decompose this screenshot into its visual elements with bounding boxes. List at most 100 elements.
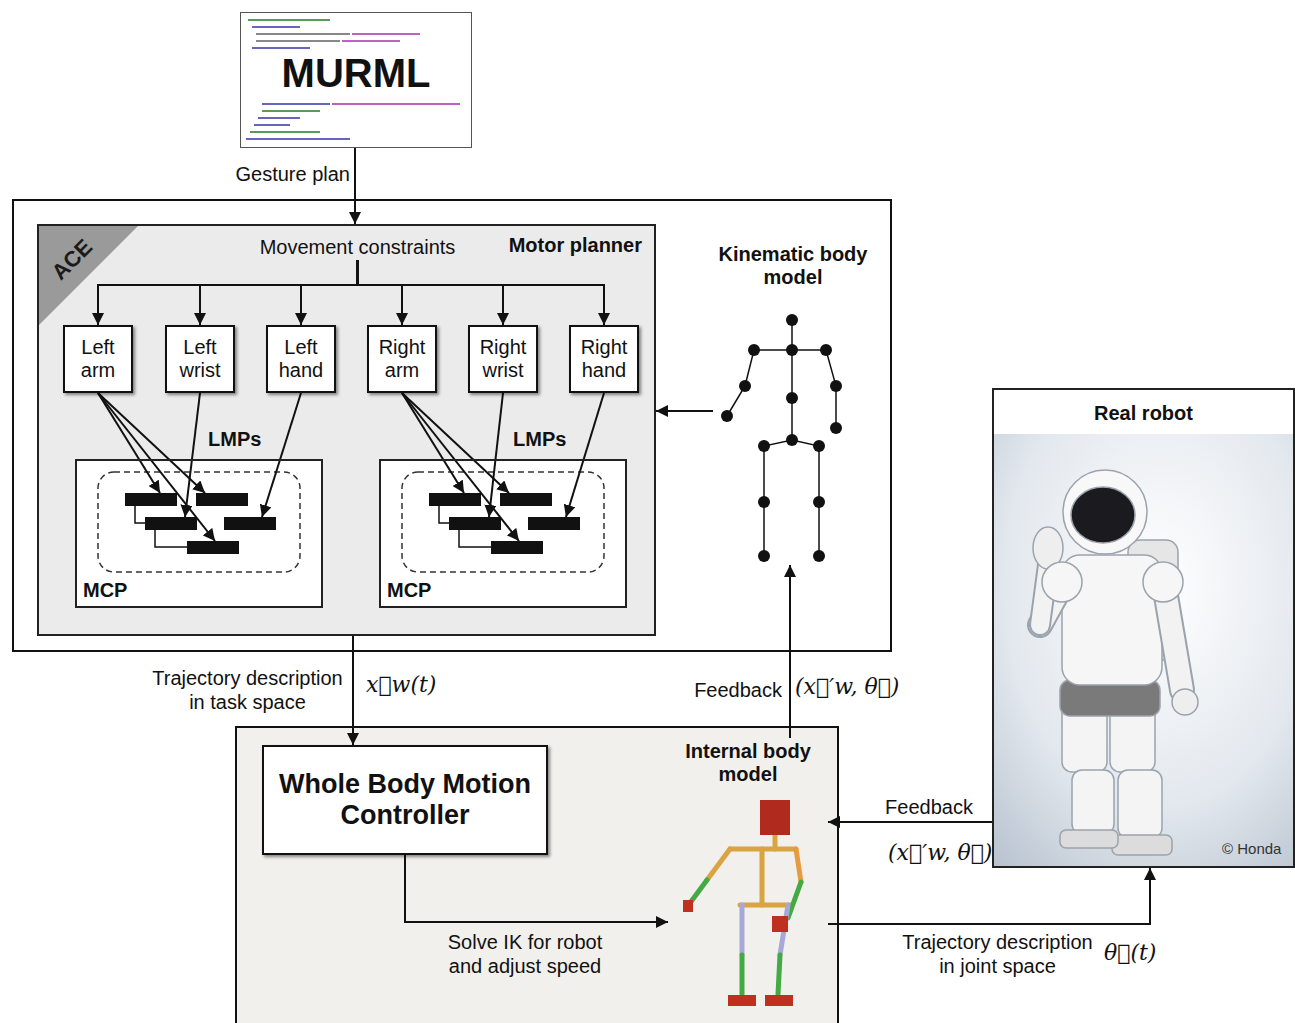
- figure-segment: [740, 955, 745, 994]
- joint-dot: [786, 314, 798, 326]
- box-fill: [75, 459, 323, 608]
- model-region: Internal body model: [668, 738, 828, 1015]
- connector-arrow: [262, 393, 301, 517]
- figure-segment: [778, 955, 780, 994]
- figure-foot: [765, 995, 793, 1006]
- node-label: Internal body model: [668, 740, 828, 786]
- body-part-box: Right wrist: [468, 325, 538, 393]
- system-frame: [13, 200, 891, 651]
- primitive-bar: [196, 493, 248, 506]
- figure-segment: [788, 882, 801, 918]
- code-line: [254, 124, 290, 126]
- code-line: [258, 117, 300, 119]
- signal-symbol: θ⃗(t): [1104, 940, 1156, 966]
- edge-label: Gesture plan: [228, 162, 350, 186]
- node-label: Left arm: [69, 336, 127, 382]
- edge-label: Feedback: [678, 678, 782, 702]
- primitive-bar: [528, 517, 580, 530]
- body-part-box: Left wrist: [165, 325, 235, 393]
- figure-segment: [740, 903, 790, 908]
- joint-dot: [739, 380, 751, 392]
- bar-link: [135, 506, 145, 523]
- constraint-label: Movement constraints: [250, 234, 465, 260]
- primitive-bar: [500, 493, 552, 506]
- bar-link: [439, 506, 449, 523]
- document-box: MURML: [240, 12, 472, 148]
- connector-arrow: [301, 260, 358, 325]
- joint-dot: [748, 344, 760, 356]
- signal-symbol: (x⃗′w, θ⃗): [888, 840, 992, 866]
- primitive-bar: [145, 517, 197, 530]
- node-label: MCP: [387, 579, 457, 602]
- connector-arrow: [566, 393, 604, 517]
- robot-panel: Real robot: [992, 388, 1295, 868]
- node-label: Left hand: [272, 336, 330, 382]
- edge-label: Trajectory description in joint space: [895, 930, 1100, 978]
- node-label: Right arm: [373, 336, 431, 382]
- robot-arm: [1165, 590, 1182, 690]
- copyright-note: © Honda: [1222, 840, 1281, 858]
- code-line: [250, 131, 320, 133]
- body-part-box: Right hand: [569, 325, 639, 393]
- signal-symbol: (x⃗′w, θ⃗): [795, 674, 899, 700]
- code-line: [262, 110, 320, 112]
- robot-hand: [1172, 689, 1198, 715]
- edge-label: Solve IK for robot and adjust speed: [437, 930, 613, 978]
- robot-helmet: [1063, 470, 1147, 554]
- code-line: [332, 103, 460, 105]
- figure-limb: [727, 350, 836, 428]
- corner-tab: [37, 224, 140, 327]
- figure-hand: [683, 900, 693, 912]
- connector-arrow: [200, 260, 358, 325]
- primitive-bar: [449, 517, 501, 530]
- connector-arrow: [358, 260, 605, 325]
- connector-arrow: [656, 410, 713, 412]
- node-label: Right wrist: [474, 336, 532, 382]
- primitive-bar: [429, 493, 481, 506]
- robot-foot: [1112, 835, 1172, 855]
- connector-arrow: [352, 636, 354, 745]
- code-line: [352, 33, 420, 35]
- node-label: ACE: [38, 226, 105, 293]
- figure-limb: [764, 440, 819, 556]
- connector-arrow: [354, 148, 356, 224]
- primitive-bar: [491, 541, 543, 554]
- connector-arrow: [828, 868, 1150, 924]
- code-line: [252, 26, 300, 28]
- figure-limb: [791, 320, 793, 440]
- panel-fill: [37, 224, 656, 636]
- figure-foot: [728, 995, 756, 1006]
- edge-label: Trajectory description in task space: [145, 666, 350, 714]
- figure-hand: [772, 916, 788, 932]
- code-line: [256, 33, 350, 35]
- bar-link: [459, 530, 491, 547]
- code-line: [256, 40, 340, 42]
- controller-panel: [236, 727, 838, 1023]
- connector-arrow: [828, 821, 992, 823]
- bar-link: [155, 530, 187, 547]
- code-line: [262, 103, 330, 105]
- joint-dot: [758, 496, 770, 508]
- robot-leg: [1072, 770, 1114, 834]
- robot-shoulder: [1042, 562, 1082, 602]
- joint-dot: [813, 550, 825, 562]
- stick-figure: [727, 320, 836, 556]
- node-label: Left wrist: [171, 336, 229, 382]
- body-part-box: Right arm: [367, 325, 437, 393]
- node-label: Motor planner: [456, 234, 642, 257]
- joint-dot: [820, 344, 832, 356]
- figure-segment: [740, 905, 745, 955]
- connector-arrow: [489, 393, 503, 517]
- robot-arm: [1165, 590, 1182, 690]
- figure-joints: [721, 314, 842, 562]
- joint-dot: [721, 410, 733, 422]
- mcp-box: LMPsMCP: [379, 459, 627, 608]
- code-line: [248, 19, 330, 21]
- primitive-bar: [125, 493, 177, 506]
- node-label: MCP: [83, 579, 153, 602]
- photo-header: [993, 389, 1295, 434]
- robot-shoulder: [1143, 562, 1183, 602]
